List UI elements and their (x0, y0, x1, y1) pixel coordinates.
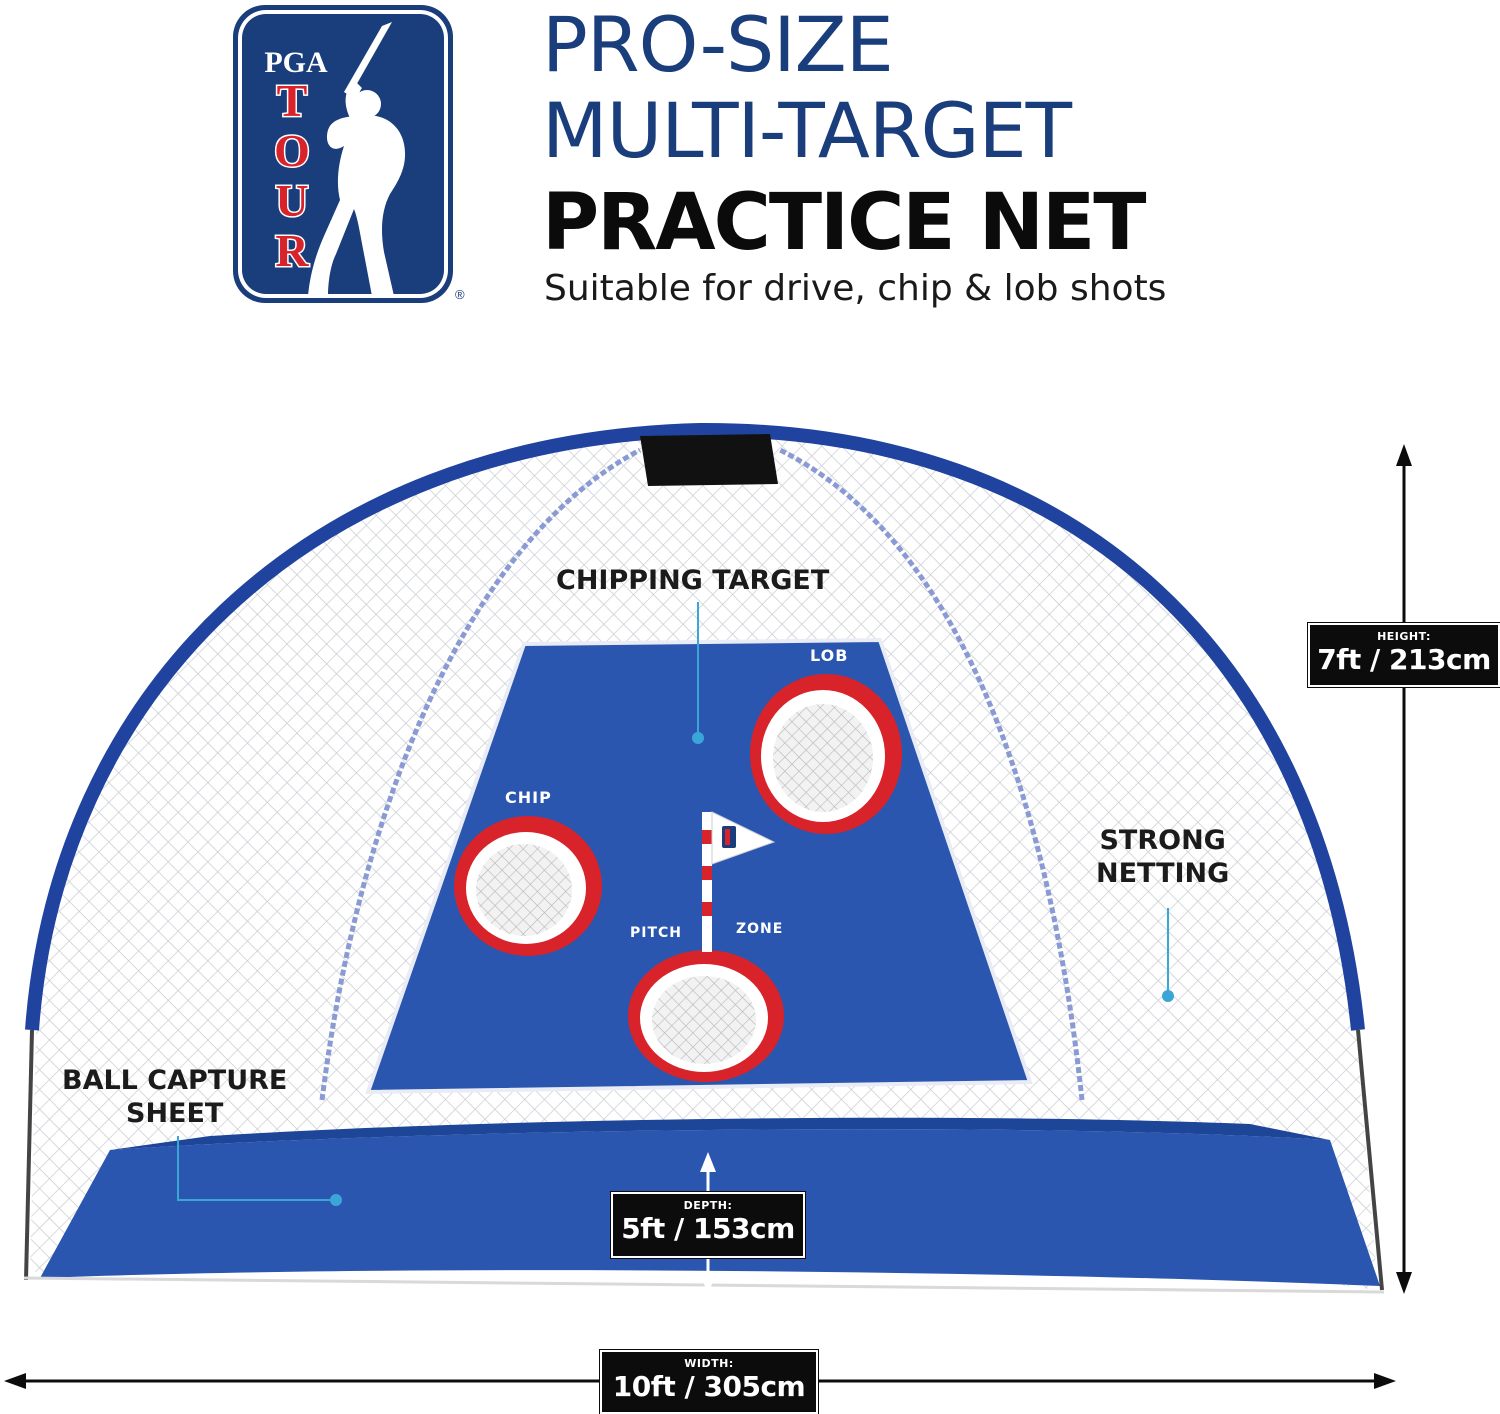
chip-target (454, 816, 602, 956)
ball-capture-callout: BALL CAPTURE SHEET (62, 1064, 287, 1130)
lob-target (750, 674, 902, 834)
headline-line-3: PRACTICE NET (542, 178, 1147, 268)
logo-pga-text: PGA (264, 46, 328, 79)
chip-label: CHIP (505, 788, 552, 807)
zone-label: ZONE (736, 921, 784, 937)
svg-text:T: T (277, 75, 308, 126)
depth-dimension-box: DEPTH: 5ft / 153cm (610, 1191, 806, 1259)
pga-tour-logo: PGA T O U R (233, 5, 453, 303)
headline-subtitle: Suitable for drive, chip & lob shots (544, 268, 1167, 309)
svg-text:R: R (275, 225, 309, 276)
ball-capture-line-1: BALL CAPTURE (62, 1065, 288, 1096)
pitch-zone-target (628, 950, 784, 1082)
width-value: 10ft / 305cm (612, 1370, 806, 1403)
flag-icon (702, 811, 776, 952)
depth-label: DEPTH: (683, 1199, 733, 1212)
pitch-label: PITCH (630, 925, 683, 941)
height-value: 7ft / 213cm (1317, 643, 1491, 676)
headline-line-2: MULTI-TARGET (542, 86, 1072, 175)
depth-value: 5ft / 153cm (621, 1212, 795, 1245)
chipping-target-callout: CHIPPING TARGET (556, 565, 830, 596)
registered-mark: ® (455, 287, 465, 302)
svg-text:U: U (275, 175, 308, 226)
width-label: WIDTH: (684, 1357, 734, 1370)
ball-capture-line-2: SHEET (126, 1098, 224, 1129)
strong-netting-line-1: STRONG (1099, 825, 1226, 856)
headline-line-1: PRO-SIZE (542, 0, 894, 89)
lob-label: LOB (810, 646, 849, 665)
height-dimension-box: HEIGHT: 7ft / 213cm (1307, 622, 1500, 688)
height-label: HEIGHT: (1377, 630, 1431, 643)
strong-netting-callout: STRONG NETTING (1096, 824, 1229, 890)
top-flap (640, 434, 778, 486)
outer-frame-arc (25, 422, 1365, 1031)
golfer-silhouette-icon (308, 22, 406, 296)
width-dimension-box: WIDTH: 10ft / 305cm (599, 1349, 819, 1414)
svg-text:O: O (274, 125, 310, 176)
strong-netting-line-2: NETTING (1096, 858, 1230, 889)
